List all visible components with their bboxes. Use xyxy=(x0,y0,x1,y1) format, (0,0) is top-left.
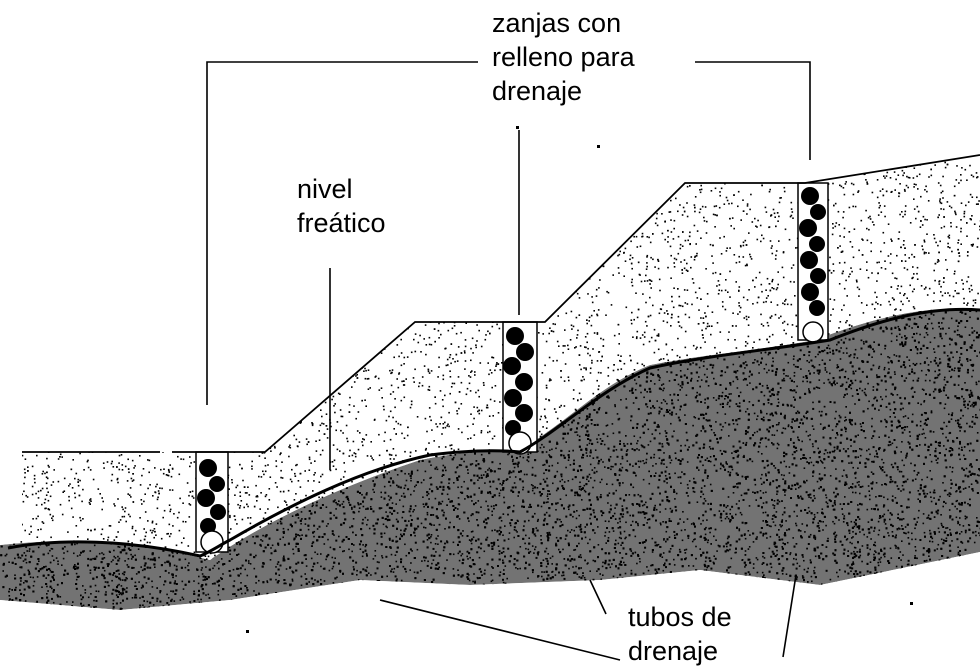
water-table-label: nivel freático xyxy=(297,172,386,240)
trench-bracket-line-right xyxy=(695,62,810,160)
trench-fill-label: zanjas con relleno para drenaje xyxy=(492,6,635,108)
drain-pipes-label: tubos de drenaje xyxy=(628,600,732,668)
drain-pipe-pointer-right xyxy=(783,575,796,657)
drain-pipe-pointer-middle xyxy=(590,580,606,614)
drain-pipe-right xyxy=(803,322,823,342)
drain-pipe-pointer-left xyxy=(380,600,620,660)
